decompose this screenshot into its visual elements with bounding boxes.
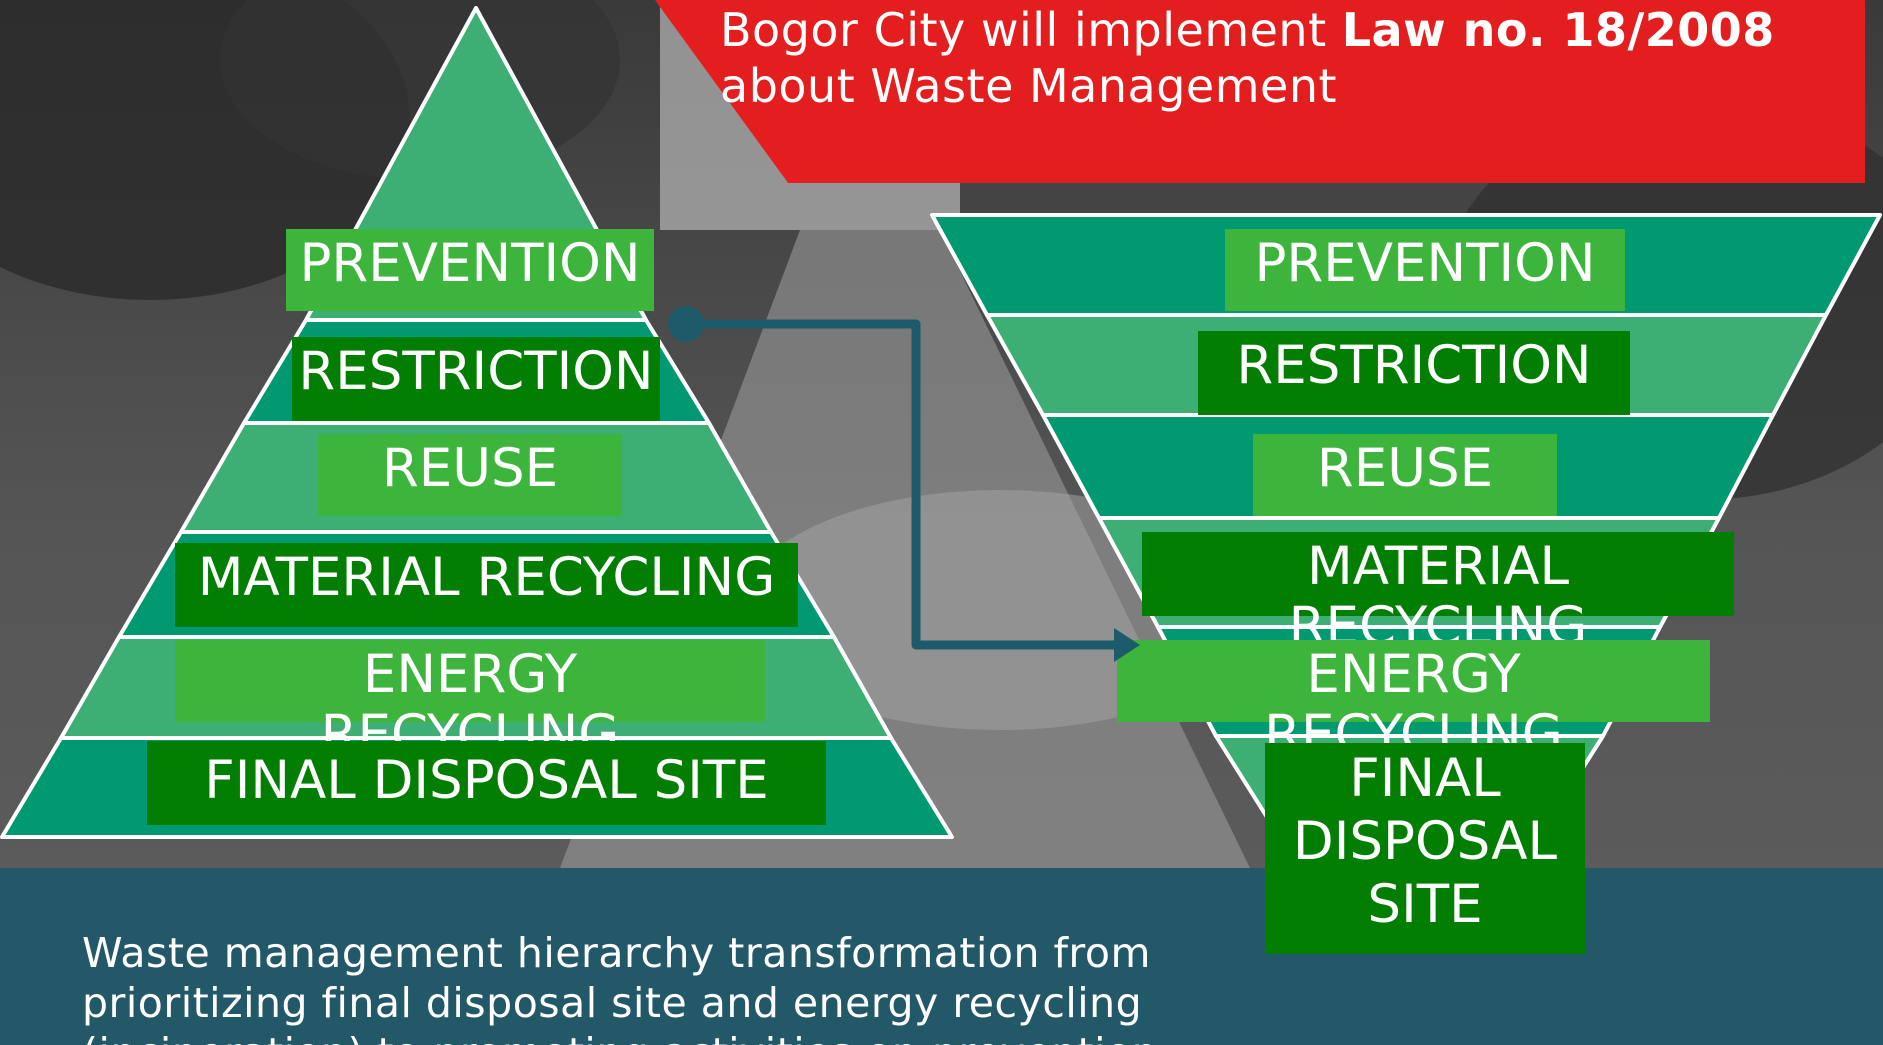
- left-label-material-recycling: MATERIAL RECYCLING: [175, 543, 798, 627]
- title-law: Law no. 18/2008: [1341, 3, 1775, 57]
- left-label-prevention: PREVENTION: [286, 229, 654, 311]
- title-line2: about Waste Management: [720, 59, 1338, 113]
- title-prefix: Bogor City will implement: [720, 3, 1342, 57]
- right-label-final-disposal: FINAL DISPOSAL SITE: [1265, 743, 1585, 954]
- caption-text: Waste management hierarchy transformatio…: [82, 929, 1158, 1045]
- page-title: Bogor City will implement Law no. 18/200…: [720, 2, 1850, 114]
- left-label-reuse: REUSE: [318, 434, 622, 516]
- right-label-material-recycling: MATERIAL RECYCLING: [1142, 532, 1734, 657]
- title-banner: [655, 0, 1865, 183]
- right-label-reuse: REUSE: [1253, 434, 1557, 516]
- right-label-energy-recycling: ENERGY RECYCLING: [1117, 640, 1710, 765]
- right-label-restriction: RESTRICTION: [1198, 331, 1630, 415]
- left-label-restriction: RESTRICTION: [292, 337, 660, 421]
- left-label-final-disposal: FINAL DISPOSAL SITE: [147, 741, 826, 825]
- left-label-energy-recycling: ENERGY RECYCLING: [175, 640, 765, 765]
- right-label-prevention: PREVENTION: [1225, 229, 1625, 311]
